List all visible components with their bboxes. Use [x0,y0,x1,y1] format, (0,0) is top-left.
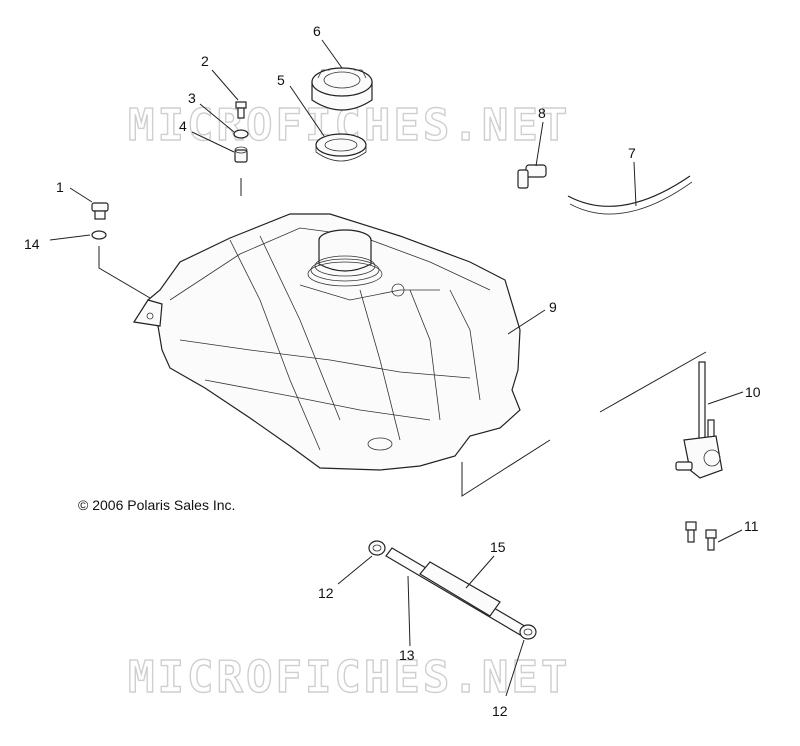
hose-clamp-lower [519,624,537,640]
callout-12-lower: 12 [492,703,508,719]
leader-14 [49,234,91,241]
leader-12b [505,639,525,697]
fuel-valve [675,361,723,479]
leader-8 [535,121,544,167]
leader-13 [407,575,411,647]
callout-11: 11 [744,518,759,534]
copyright-notice: © 2006 Polaris Sales Inc. [78,497,235,513]
leader-3 [199,103,235,133]
leader-12a [337,555,373,585]
watermark-bottom: MICROFICHES.NET [128,652,570,703]
bolt-part-11a [685,521,697,543]
vent-hose [567,175,691,207]
callout-12-upper: 12 [318,585,334,601]
guide-line-washer [98,246,151,299]
callout-15: 15 [490,539,506,555]
filler-cap [311,67,373,111]
leader-7 [633,161,637,207]
guide-line-valve-top [599,351,707,413]
callout-5: 5 [277,72,285,88]
guide-line-valve-bottom [461,439,551,497]
callout-8: 8 [538,105,546,121]
callout-1: 1 [56,179,64,195]
leader-1 [69,187,93,203]
leader-4 [191,131,235,153]
leader-15 [465,555,495,589]
callout-2: 2 [201,53,209,69]
leader-6 [321,39,343,69]
callout-3: 3 [188,90,196,106]
hose-clamp-upper [368,540,386,556]
leader-9 [507,309,546,335]
callout-7: 7 [628,145,636,161]
callout-14: 14 [24,236,40,252]
leader-10 [707,391,744,405]
washer-part-14 [91,230,107,240]
callout-13: 13 [399,647,415,663]
callout-9: 9 [549,299,557,315]
leader-5 [289,85,325,137]
spacer-part-4 [234,146,248,163]
screw-part-2 [235,101,247,119]
cap-seal [315,133,367,162]
callout-6: 6 [313,23,321,39]
vent-hose-edge [569,181,693,215]
washer-part-3 [233,129,249,139]
fuel-line-sleeve [419,561,501,617]
fuel-tank [133,213,521,471]
leader-2 [211,69,239,101]
callout-10: 10 [745,384,761,400]
callout-4: 4 [179,118,187,134]
bolt-part-11b [705,529,717,551]
vent-fitting [517,164,547,189]
bolt-part-1 [91,202,109,220]
leader-11 [717,529,743,543]
